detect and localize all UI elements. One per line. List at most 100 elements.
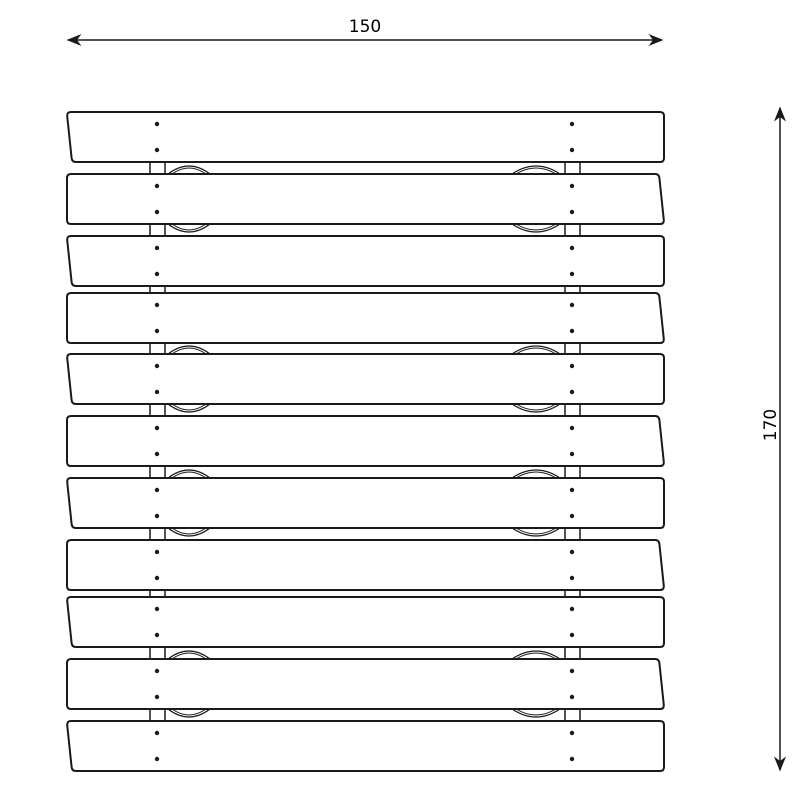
screw-hole bbox=[569, 575, 575, 581]
bracket-arc-inner bbox=[171, 652, 207, 660]
bracket-arc bbox=[167, 527, 211, 537]
width-dimension: 150 bbox=[66, 17, 664, 46]
plank-outline bbox=[66, 235, 665, 287]
screw-hole bbox=[154, 425, 160, 431]
screw-hole bbox=[154, 632, 160, 638]
screw-hole bbox=[569, 730, 575, 736]
bracket-arc-inner bbox=[515, 527, 557, 535]
screw-hole bbox=[569, 183, 575, 189]
width-label: 150 bbox=[349, 17, 381, 37]
bracket-arc-inner bbox=[171, 403, 207, 411]
screw-hole bbox=[569, 451, 575, 457]
plank-outline bbox=[66, 720, 665, 772]
plank bbox=[66, 415, 665, 467]
screw-hole bbox=[154, 302, 160, 308]
screw-hole bbox=[569, 147, 575, 153]
bracket-arc bbox=[167, 708, 211, 718]
screw-hole bbox=[569, 632, 575, 638]
bracket-arc-inner bbox=[171, 167, 207, 175]
screw-hole bbox=[569, 389, 575, 395]
planks bbox=[66, 111, 665, 772]
bracket-arc bbox=[511, 345, 561, 355]
screw-hole bbox=[154, 549, 160, 555]
screw-hole bbox=[569, 668, 575, 674]
screw-hole bbox=[154, 513, 160, 519]
screw-hole bbox=[154, 363, 160, 369]
brackets bbox=[167, 165, 561, 718]
bracket-arc-inner bbox=[515, 652, 557, 660]
screw-hole bbox=[569, 694, 575, 700]
plank-outline bbox=[66, 658, 665, 710]
plank-outline bbox=[66, 111, 665, 163]
plank bbox=[66, 353, 665, 405]
plank bbox=[66, 235, 665, 287]
bracket-arc-inner bbox=[171, 708, 207, 716]
bracket-arc bbox=[167, 650, 211, 660]
bracket-arc-inner bbox=[515, 167, 557, 175]
screw-hole bbox=[154, 328, 160, 334]
screw-hole bbox=[154, 183, 160, 189]
screw-hole bbox=[154, 694, 160, 700]
bracket-arc bbox=[511, 650, 561, 660]
bracket-arc-inner bbox=[171, 471, 207, 479]
bracket-arc bbox=[511, 708, 561, 718]
screw-hole bbox=[154, 209, 160, 215]
plank-outline bbox=[66, 292, 665, 344]
plank bbox=[66, 720, 665, 772]
bracket-arc bbox=[167, 223, 211, 233]
plank bbox=[66, 292, 665, 344]
bracket-arc bbox=[167, 345, 211, 355]
plank bbox=[66, 539, 665, 591]
screw-hole bbox=[154, 730, 160, 736]
plank bbox=[66, 596, 665, 648]
screw-hole bbox=[154, 271, 160, 277]
bracket-arc bbox=[511, 223, 561, 233]
screw-hole bbox=[154, 389, 160, 395]
screw-hole bbox=[569, 121, 575, 127]
bracket-arc bbox=[511, 527, 561, 537]
bracket-arc-inner bbox=[515, 471, 557, 479]
bracket-arc bbox=[167, 469, 211, 479]
plank bbox=[66, 477, 665, 529]
screw-hole bbox=[154, 756, 160, 762]
screw-hole bbox=[569, 513, 575, 519]
plank-outline bbox=[66, 477, 665, 529]
plank bbox=[66, 658, 665, 710]
plank-outline bbox=[66, 353, 665, 405]
screw-hole bbox=[569, 209, 575, 215]
bracket-arc-inner bbox=[171, 347, 207, 355]
bracket-arc-inner bbox=[171, 527, 207, 535]
plank-outline bbox=[66, 173, 665, 225]
bracket-arc bbox=[511, 469, 561, 479]
screw-hole bbox=[154, 575, 160, 581]
screw-hole bbox=[569, 425, 575, 431]
plank bbox=[66, 173, 665, 225]
screw-hole bbox=[154, 606, 160, 612]
bracket-arc-inner bbox=[171, 223, 207, 231]
screw-hole bbox=[569, 302, 575, 308]
screw-hole bbox=[569, 487, 575, 493]
height-dimension: 170 bbox=[761, 106, 786, 772]
screw-hole bbox=[154, 147, 160, 153]
screw-hole bbox=[154, 487, 160, 493]
screw-hole bbox=[569, 271, 575, 277]
bracket-arc bbox=[167, 165, 211, 175]
screw-hole bbox=[154, 245, 160, 251]
bracket-arc bbox=[511, 165, 561, 175]
screw-hole bbox=[569, 606, 575, 612]
bracket-arc-inner bbox=[515, 347, 557, 355]
screw-hole bbox=[569, 363, 575, 369]
bracket-arc bbox=[511, 403, 561, 413]
plank bbox=[66, 111, 665, 163]
screw-hole bbox=[569, 328, 575, 334]
height-label: 170 bbox=[761, 409, 781, 441]
screw-hole bbox=[569, 245, 575, 251]
plank-outline bbox=[66, 596, 665, 648]
plank-outline bbox=[66, 539, 665, 591]
screw-hole bbox=[154, 668, 160, 674]
bracket-arc-inner bbox=[515, 223, 557, 231]
bracket-arc-inner bbox=[515, 403, 557, 411]
screw-hole bbox=[569, 549, 575, 555]
screw-hole bbox=[154, 451, 160, 457]
